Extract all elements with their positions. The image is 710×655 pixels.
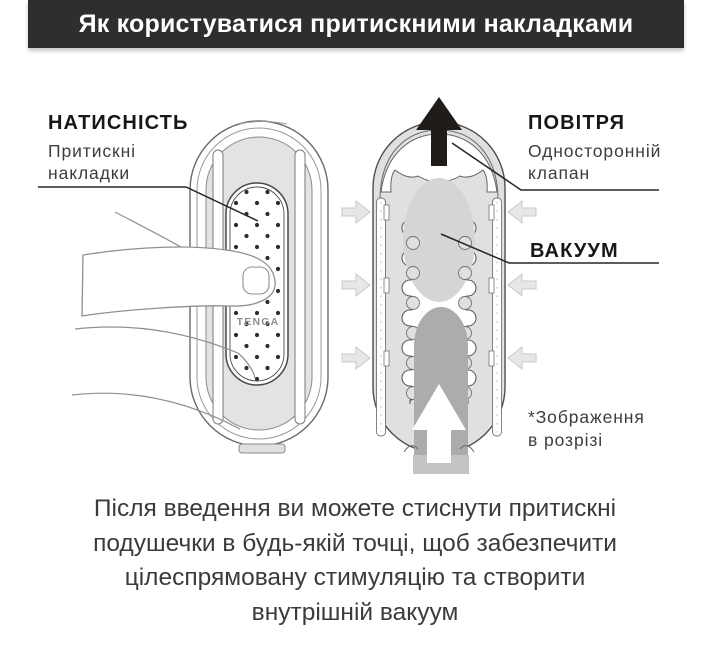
press-arrow-icon <box>507 345 537 371</box>
device-exterior-view: TENGA <box>71 120 329 454</box>
header-bar: Як користуватися притискними накладками <box>28 0 684 48</box>
insertion-arrow-icon <box>412 384 466 463</box>
leader-line-air <box>451 142 659 191</box>
air-flow-arrow-icon <box>416 97 462 166</box>
leader-line-pressure <box>38 186 259 222</box>
instruction-diagram: TENGA <box>38 97 659 474</box>
pressing-finger <box>81 246 276 317</box>
pressure-label-sub1: Притискні <box>48 141 136 161</box>
device-base <box>238 443 286 454</box>
page-title: Як користуватися притискними накладками <box>78 9 634 38</box>
caption-line: подушечки в будь-якій точці, щоб забезпе… <box>93 529 617 557</box>
caption-line: Після введення ви можете стиснути притис… <box>93 495 617 522</box>
pressure-label: НАТИСНІСТЬ Притискні накладки <box>48 112 188 184</box>
flip-seam-right <box>294 149 306 425</box>
air-label: ПОВІТРЯ Односторонній клапан <box>528 112 661 184</box>
press-arrows <box>341 199 537 371</box>
air-label-sub1: Односторонній <box>528 141 662 161</box>
top-seam <box>236 121 288 125</box>
leader-lines <box>38 142 659 264</box>
vacuum-label-title: ВАКУУМ <box>530 240 619 262</box>
vacuum-label: ВАКУУМ <box>530 240 619 263</box>
caption-text: Після введення ви можете стиснути притис… <box>0 492 710 630</box>
air-label-sub2: клапан <box>528 163 591 183</box>
pressure-label-title: НАТИСНІСТЬ <box>48 112 189 134</box>
note-line2: в розрізі <box>528 430 604 450</box>
pressure-label-sub2: накладки <box>48 163 131 183</box>
caption-line: внутрішній вакуум <box>251 598 459 626</box>
press-arrow-icon <box>341 199 371 225</box>
note-line1: *Зображення <box>528 407 645 427</box>
press-arrow-icon <box>507 272 537 298</box>
cross-section-note: *Зображення в розрізі <box>528 406 645 452</box>
leader-line-vacuum <box>440 233 659 264</box>
device-cross-section-view <box>341 97 537 474</box>
hand-illustration <box>71 211 276 430</box>
press-arrow-icon <box>341 345 371 371</box>
brand-logo: TENGA <box>237 316 280 328</box>
press-arrow-icon <box>507 199 537 225</box>
fingernail <box>242 266 270 295</box>
vacuum-zone <box>403 178 475 302</box>
press-arrow-icon <box>341 272 371 298</box>
air-label-title: ПОВІТРЯ <box>528 112 626 134</box>
caption-line: цілеспрямовану стимуляцію та створити <box>124 564 586 591</box>
